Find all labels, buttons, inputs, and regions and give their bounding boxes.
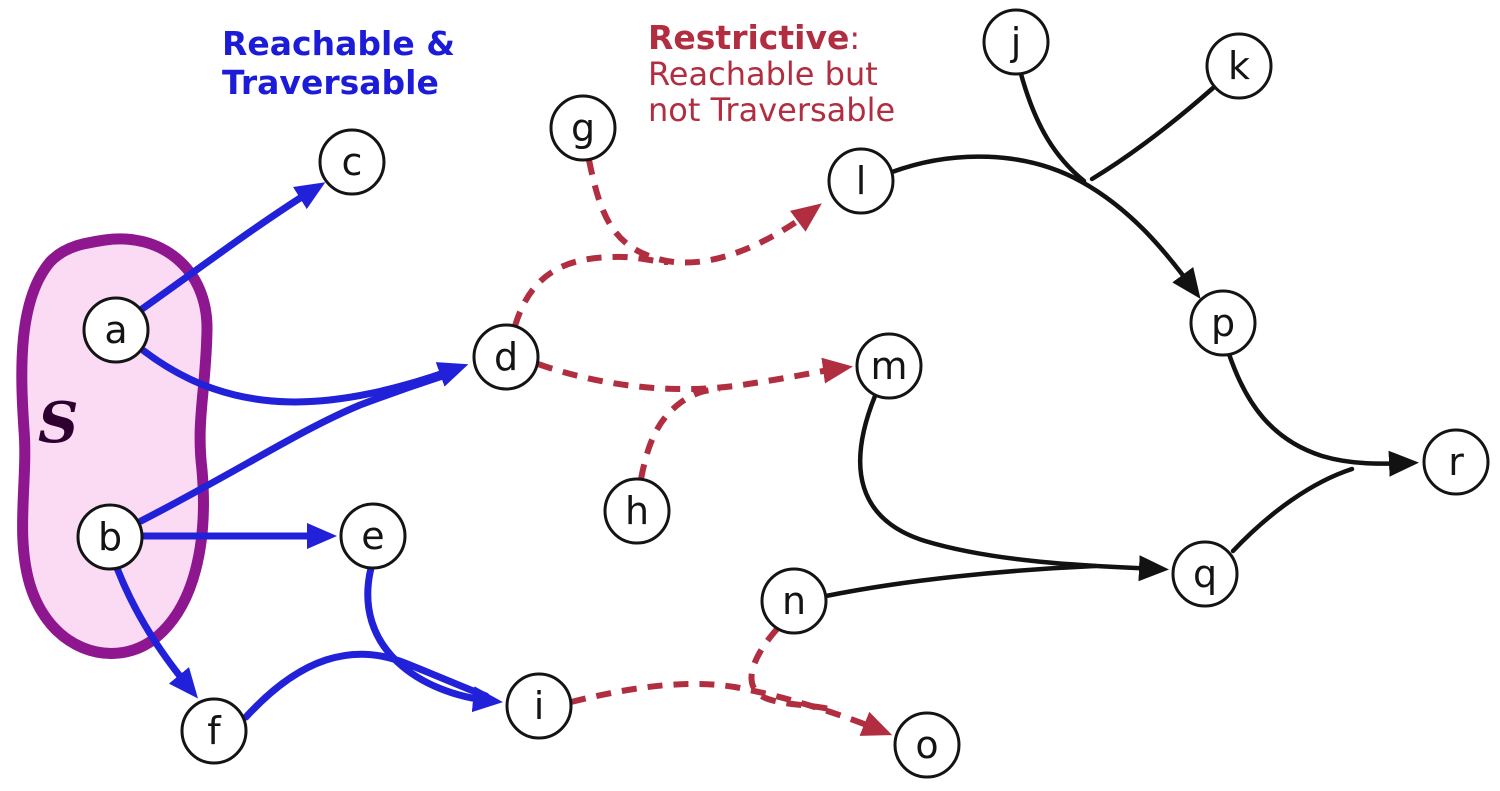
node-label-i: i [534, 684, 545, 728]
edge-h-m [638, 386, 721, 480]
legend-restrictive: Restrictive: Reachable but not Traversab… [648, 18, 896, 129]
edge-d-l [512, 253, 669, 327]
node-q: q [1171, 540, 1239, 608]
edge-q-r [1230, 466, 1355, 554]
edge-b-f [113, 564, 198, 699]
node-label-p: p [1211, 301, 1235, 345]
node-m: m [855, 332, 923, 400]
node-label-j: j [1010, 20, 1022, 64]
node-i: i [505, 672, 573, 740]
node-label-o: o [915, 723, 938, 767]
node-label-r: r [1448, 440, 1464, 484]
edge-n-q [823, 563, 1098, 599]
node-label-l: l [856, 159, 867, 203]
node-label-q: q [1193, 552, 1217, 596]
edge-i-o [570, 680, 893, 736]
node-d: d [472, 323, 540, 391]
node-l: l [827, 147, 895, 215]
edge-f-i [242, 650, 490, 721]
edge-g-l [586, 159, 822, 266]
node-g: g [549, 94, 617, 162]
node-label-a: a [104, 308, 127, 352]
node-o: o [893, 711, 961, 779]
node-label-b: b [98, 515, 122, 559]
edge-a-c [138, 182, 326, 313]
legend-blue-line1: Reachable & [222, 24, 455, 63]
edge-k-p [1089, 85, 1216, 182]
legend-red-title: Restrictive [648, 18, 850, 57]
legend-red-line2: not Traversable [648, 91, 896, 129]
edge-d-m [537, 357, 853, 393]
node-k: k [1205, 32, 1273, 100]
node-label-h: h [625, 489, 649, 533]
edge-n-o [748, 627, 839, 714]
node-b: b [76, 503, 144, 571]
node-c: c [318, 128, 386, 196]
legend-red-title-line: Restrictive: [648, 18, 895, 57]
node-label-m: m [870, 344, 907, 388]
legend-red-line1: Reachable but [648, 55, 878, 93]
legend-reachable-traversable: Reachable & Traversable [222, 24, 455, 102]
edge-m-q [857, 393, 1169, 582]
node-label-n: n [782, 579, 806, 623]
node-label-e: e [361, 514, 384, 558]
node-label-g: g [571, 106, 595, 150]
edge-p-r [1226, 351, 1419, 477]
node-label-d: d [494, 335, 518, 379]
edge-j-p [1018, 71, 1087, 184]
node-r: r [1422, 428, 1490, 496]
node-n: n [760, 567, 828, 635]
node-label-f: f [207, 709, 222, 753]
set-s-label: S [38, 390, 79, 456]
legend-blue-line2: Traversable [222, 63, 439, 102]
edge-l-p [889, 154, 1201, 299]
node-p: p [1189, 289, 1257, 357]
node-label-k: k [1228, 44, 1250, 88]
edge-b-d [137, 368, 459, 525]
node-label-c: c [342, 140, 363, 184]
node-h: h [603, 477, 671, 545]
node-e: e [339, 502, 407, 570]
node-a: a [82, 296, 150, 364]
legend-red-colon: : [849, 19, 861, 57]
node-j: j [982, 8, 1050, 76]
edge-e-i [364, 564, 503, 713]
node-f: f [180, 697, 248, 765]
set-region [16, 233, 213, 659]
